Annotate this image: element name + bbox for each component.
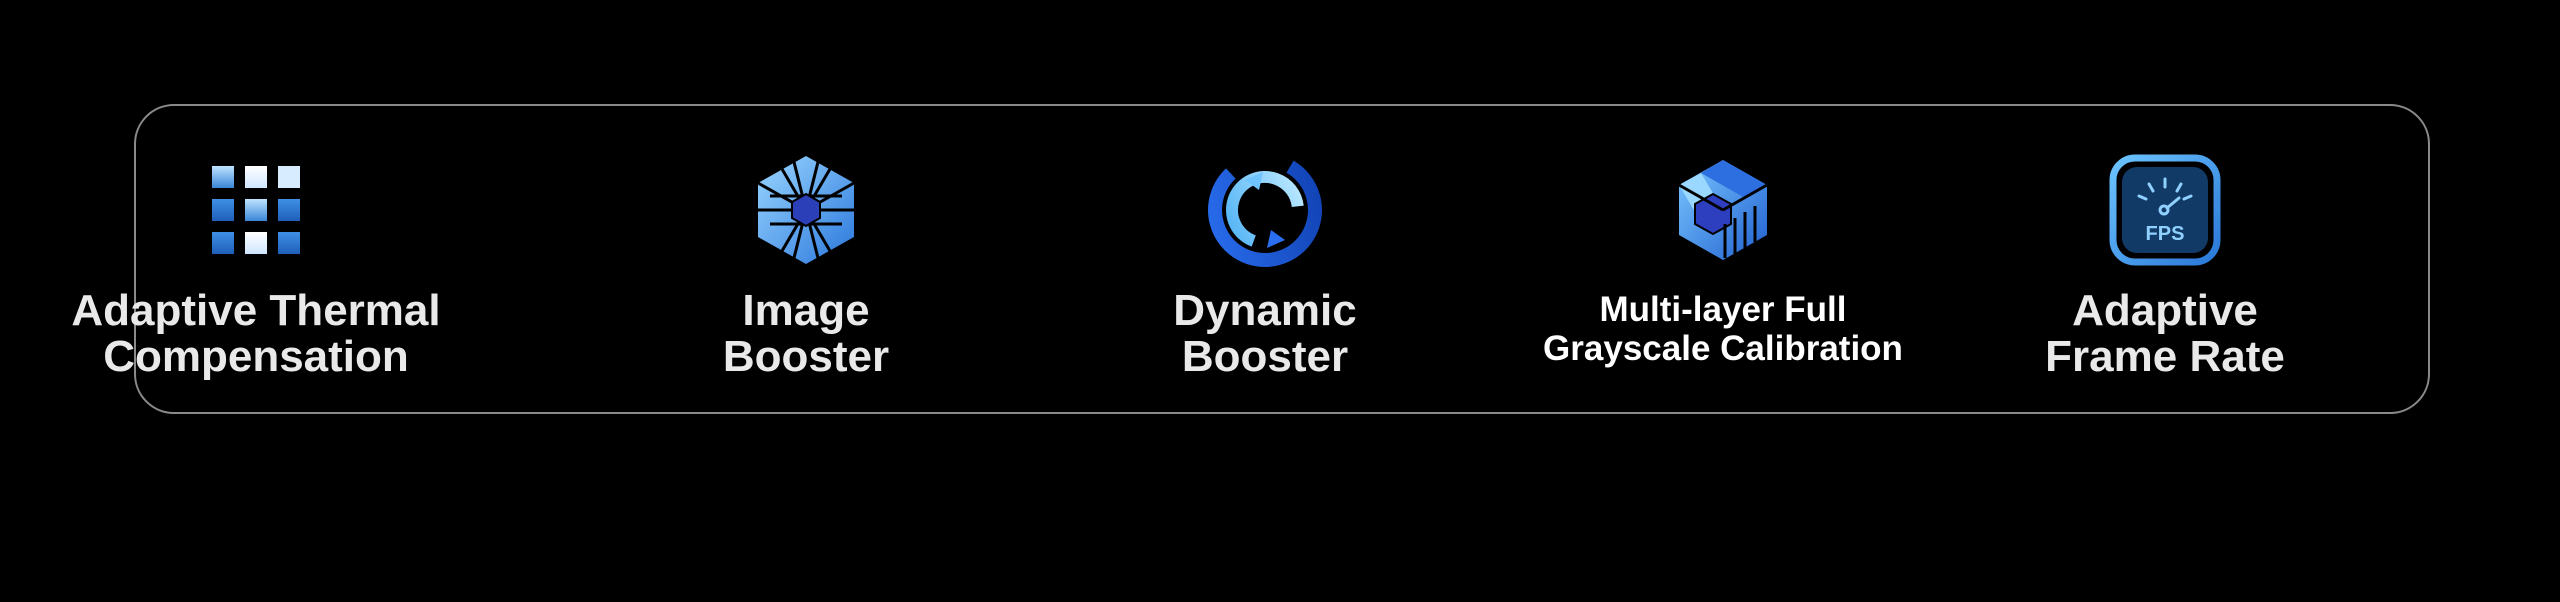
circular-arrows-icon xyxy=(1205,150,1325,270)
feature-label-line1: Image xyxy=(742,286,870,335)
feature-label-line2: Booster xyxy=(1181,332,1349,381)
feature-label-line1: Adaptive xyxy=(2072,286,2258,335)
feature-label: Multi-layer Full Grayscale Calibration xyxy=(1493,290,1953,368)
feature-label-line2: Compensation xyxy=(103,332,409,381)
fps-gauge-icon: FPS xyxy=(2105,150,2225,270)
fps-badge-text: FPS xyxy=(2146,223,2185,245)
layered-hexagon-icon xyxy=(1663,150,1783,270)
feature-label-line1: Multi-layer Full xyxy=(1599,290,1847,329)
thermal-grid-icon xyxy=(196,150,316,270)
feature-label-line1: Dynamic xyxy=(1173,286,1357,335)
feature-label: Adaptive Thermal Compensation xyxy=(26,288,486,380)
feature-label-line2: Frame Rate xyxy=(2045,332,2285,381)
feature-label-line2: Booster xyxy=(722,332,890,381)
feature-label-line1: Adaptive Thermal xyxy=(71,286,441,335)
feature-label-line2: Grayscale Calibration xyxy=(1543,329,1903,368)
feature-label: Image Booster xyxy=(576,288,1036,380)
feature-label: Adaptive Frame Rate xyxy=(1935,288,2395,380)
hexagon-booster-icon xyxy=(746,150,866,270)
feature-panel: Adaptive Thermal Compensation xyxy=(71,104,2430,414)
feature-label: Dynamic Booster xyxy=(1035,288,1495,380)
